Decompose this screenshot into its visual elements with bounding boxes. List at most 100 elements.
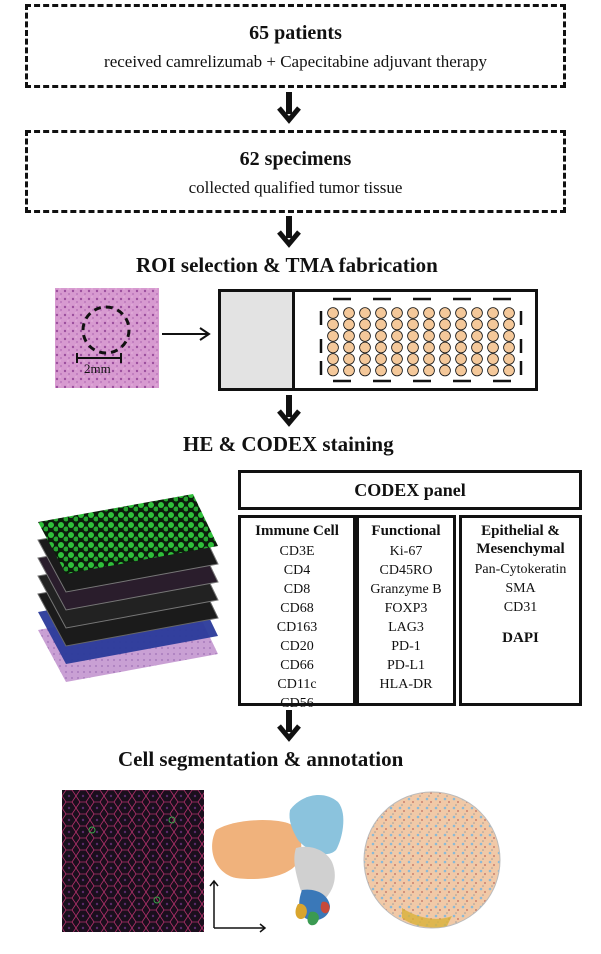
specimens-desc: collected qualified tumor tissue [188,178,403,197]
tma-core [455,364,467,377]
tma-core [487,330,499,342]
tma-core [407,353,419,365]
tma-core [391,353,403,365]
tma-core [423,341,435,354]
marker-cd3e: CD3E [279,544,315,559]
marker-foxp3: FOXP3 [384,601,428,616]
specimens-box: 62 specimens collected qualified tumor t… [25,130,566,213]
functional-header: Functional [371,523,441,539]
tma-core [391,307,403,319]
down-arrow-icon [277,710,301,742]
tma-core [439,330,451,342]
tma-core [343,364,355,377]
tma-core [423,307,435,319]
codex-panel-title: CODEX panel [354,480,466,500]
epithelial-header-line1: Epithelial & [481,523,560,539]
tma-core [327,330,339,342]
tma-core [455,353,467,365]
marker-ki67: Ki-67 [389,544,423,559]
tma-core [343,341,355,354]
marker-cd56: CD56 [280,696,314,711]
tma-core [423,364,435,377]
scale-bar-label: 2mm [84,361,111,376]
marker-pan-cytokeratin: Pan-Cytokeratin [474,562,567,577]
tma-core [391,330,403,342]
tma-core [503,307,515,319]
tma-core [407,364,419,377]
codex-panel-title-box: CODEX panel [238,470,582,510]
tma-core [375,353,387,365]
tma-core [455,341,467,354]
immune-cell-column: Immune Cell CD3E CD4 CD8 CD68 CD163 CD20… [238,515,356,711]
cell-segmentation-image [62,790,204,932]
marker-hla-dr: HLA-DR [379,677,433,692]
tma-core [423,330,435,342]
tma-core [487,353,499,365]
tma-core [487,364,499,377]
tma-core [359,318,371,331]
tma-core [375,307,387,319]
marker-cd163: CD163 [276,620,318,635]
epithelial-marker-list: Pan-Cytokeratin SMA CD31 DAPI [462,560,579,648]
tma-core [375,330,387,342]
functional-marker-list: Ki-67 CD45RO Granzyme B FOXP3 LAG3 PD-1 … [359,542,453,694]
tma-core [359,341,371,354]
epithelial-header-line2: Mesenchymal [476,541,565,557]
marker-dapi: DAPI [502,630,539,646]
tma-core [455,307,467,319]
tma-core [503,341,515,354]
tma-core [455,330,467,342]
marker-cd8: CD8 [283,582,311,597]
he-tissue-image [55,288,159,388]
marker-lag3: LAG3 [388,620,424,635]
tma-core [359,364,371,377]
down-arrow-icon [277,395,301,427]
tma-core [503,353,515,365]
marker-cd20: CD20 [280,639,314,654]
tma-core [343,330,355,342]
down-arrow-icon [277,216,301,248]
roi-title: ROI selection & TMA fabrication [136,253,438,277]
tma-core [359,307,371,319]
tma-core [391,318,403,331]
tma-core [471,341,483,354]
immune-marker-list: CD3E CD4 CD8 CD68 CD163 CD20 CD66 CD11c … [241,542,353,713]
tma-core [487,307,499,319]
patients-therapy: received camrelizumab + Capecitabine adj… [104,52,487,71]
tma-core [375,318,387,331]
tma-core [487,318,499,331]
staining-title: HE & CODEX staining [183,432,394,456]
marker-cd4: CD4 [283,563,311,578]
tma-core [375,341,387,354]
umap-cluster-plot [209,795,344,933]
tma-core [423,318,435,331]
spatial-core-map [363,791,501,929]
tma-core [343,307,355,319]
marker-sma: SMA [505,581,536,596]
tma-core [455,318,467,331]
segmentation-title: Cell segmentation & annotation [118,747,404,771]
marker-cd45ro: CD45RO [379,563,433,578]
marker-granzyme-b: Granzyme B [370,582,442,597]
patients-box: 65 patients received camrelizumab + Cape… [25,4,566,88]
tma-core [503,330,515,342]
tma-core [327,341,339,354]
tma-core [439,364,451,377]
tma-slide [218,289,538,391]
tma-core [423,353,435,365]
tma-core [471,353,483,365]
marker-cd66: CD66 [280,658,314,673]
tma-core [487,341,499,354]
marker-cd68: CD68 [280,601,314,616]
tma-core [471,318,483,331]
tma-core [439,307,451,319]
tma-core [439,318,451,331]
epithelial-column: Epithelial & Mesenchymal Pan-Cytokeratin… [459,515,582,706]
marker-cd31: CD31 [503,600,538,615]
tma-core [327,307,339,319]
tma-core [407,341,419,354]
marker-cd11c: CD11c [277,677,317,692]
tma-core [359,330,371,342]
tma-core [503,364,515,377]
tma-core [343,353,355,365]
